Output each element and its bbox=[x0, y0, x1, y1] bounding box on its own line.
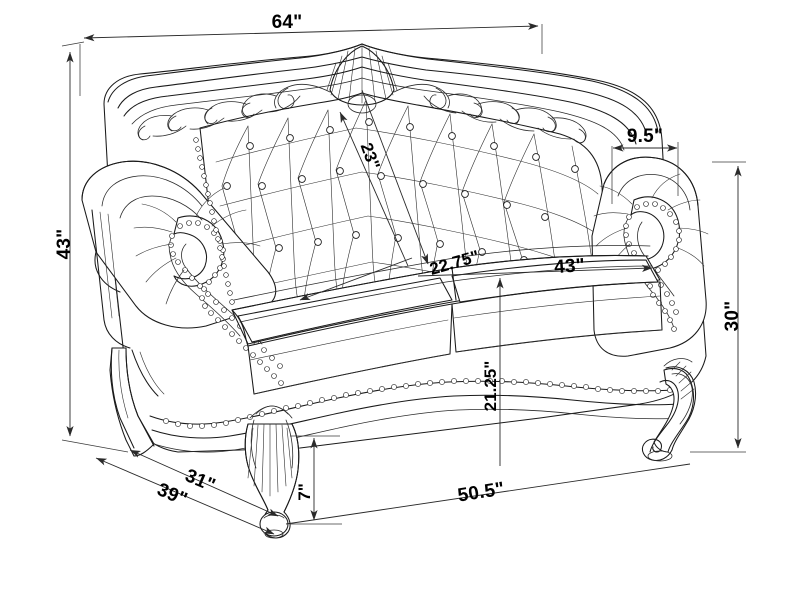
arm-fold-lines-right bbox=[593, 173, 709, 275]
loveseat-body-silhouette bbox=[103, 43, 707, 453]
dimension-seat-width: 43" bbox=[417, 255, 653, 278]
nailhead-trim-left-back bbox=[193, 137, 235, 305]
dimension-arm-width: 9.5" bbox=[611, 126, 679, 204]
left-show-wood-edge bbox=[131, 349, 165, 397]
dimension-label-overall-width: 64" bbox=[272, 12, 303, 33]
dimension-label-leg-height: 7" bbox=[295, 483, 314, 501]
tufted-back-panel bbox=[199, 92, 607, 325]
dimension-arm-height: 30" bbox=[690, 161, 746, 453]
dimension-leg-height: 7" bbox=[290, 435, 342, 525]
dimension-overall-width: 64" bbox=[79, 12, 543, 96]
dimension-label-overall-height: 43" bbox=[54, 229, 75, 260]
dimension-seat-to-back-height: 21.25" bbox=[481, 278, 504, 466]
dimension-overall-height: 43" bbox=[54, 41, 129, 453]
arm-fold-lines-left bbox=[133, 187, 261, 305]
dimension-label-arm-height: 30" bbox=[722, 301, 743, 332]
left-rear-leg bbox=[109, 347, 155, 457]
front-rail-skirt bbox=[149, 371, 683, 453]
dimension-back-height-diagonal: 23" bbox=[339, 89, 429, 267]
seat-cushions bbox=[231, 245, 663, 395]
crest-scroll-left bbox=[137, 83, 331, 141]
back-frame-rails bbox=[123, 66, 637, 151]
tufting-lines bbox=[215, 99, 605, 321]
right-front-cabriole-leg bbox=[641, 358, 697, 462]
dimension-annotations: 64" 43" 23" 9.5" 30" bbox=[54, 12, 746, 535]
dimension-label-seat-to-back-height: 21.25" bbox=[481, 361, 500, 412]
nailhead-trim-skirt bbox=[163, 378, 673, 429]
loveseat-drawing bbox=[81, 43, 709, 539]
left-rolled-arm bbox=[81, 137, 284, 386]
dimension-label-seat-width: 43" bbox=[554, 255, 586, 278]
dimension-label-arm-width: 9.5" bbox=[627, 126, 663, 147]
